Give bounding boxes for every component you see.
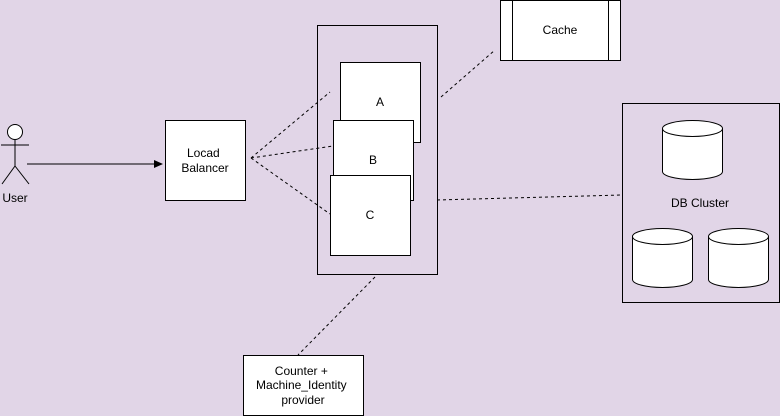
counter-node[interactable]: Counter + Machine_Identity provider [243,355,364,416]
edge-servers-to-db-cluster [436,194,623,201]
load-balancer-node[interactable]: Locad Balancer [165,120,246,201]
edge-load-balancer-to-server-c [250,157,331,215]
server-c-node[interactable]: C [330,175,411,256]
server-group-container[interactable] [317,25,438,275]
db-cluster-label: DB Cluster [671,196,729,210]
cache-box [500,0,621,61]
user-label: User [2,191,27,205]
counter-label-line-2: Machine_Identity [256,378,347,392]
database-cylinder-icon [708,228,769,288]
database-cylinder-icon [662,120,723,180]
stick-figure-icon [1,124,30,185]
load-balancer-label-line-1: Locad [187,146,220,160]
edge-servers-to-counter [297,276,376,356]
server-a-label: A [376,95,384,109]
counter-label-line-3: provider [281,393,324,407]
cache-label: Cache [543,23,578,37]
edge-load-balancer-to-server-b [250,145,334,159]
load-balancer-box [165,120,246,201]
load-balancer-label: Locad Balancer [181,146,228,175]
counter-box [243,355,364,416]
edge-load-balancer-to-server-a [250,91,331,159]
counter-label-line-1: Counter + [275,364,328,378]
server-b-label: B [369,153,377,167]
server-c-box [330,175,411,256]
load-balancer-label-line-2: Balancer [181,161,228,175]
edge-servers-to-cache [440,49,496,98]
counter-label: Counter + Machine_Identity provider [256,364,350,407]
db-cluster-node[interactable]: DB Cluster [622,103,780,303]
cache-node[interactable]: Cache [500,0,621,61]
user-node[interactable]: User [1,124,30,206]
database-cylinder-icon [632,228,693,288]
server-c-label: C [366,208,375,222]
